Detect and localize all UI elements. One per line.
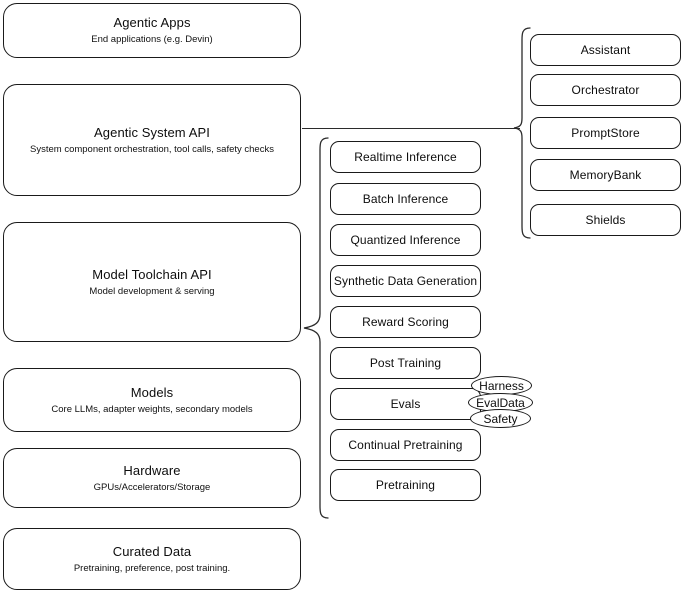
toolchain-item-continual-pretraining[interactable]: Continual Pretraining [330, 429, 481, 461]
toolchain-item-reward-scoring[interactable]: Reward Scoring [330, 306, 481, 338]
item-label: Batch Inference [362, 191, 449, 206]
system-item-promptstore[interactable]: PromptStore [530, 117, 681, 149]
toolchain-item-quantized-inference[interactable]: Quantized Inference [330, 224, 481, 256]
layer-title: Agentic Apps [113, 15, 191, 30]
system-item-memorybank[interactable]: MemoryBank [530, 159, 681, 191]
layer-box-agentic-apps[interactable]: Agentic Apps End applications (e.g. Devi… [3, 3, 301, 58]
evals-badge-harness[interactable]: Harness [471, 376, 532, 395]
item-label: Realtime Inference [354, 149, 457, 164]
layer-subtitle: System component orchestration, tool cal… [30, 143, 274, 155]
system-item-shields[interactable]: Shields [530, 204, 681, 236]
item-label: MemoryBank [569, 167, 642, 182]
layer-title: Hardware [123, 462, 181, 478]
item-label: Pretraining [375, 477, 436, 492]
evals-badge-safety[interactable]: Safety [470, 409, 531, 428]
item-label: Quantized Inference [350, 232, 461, 247]
item-label: PromptStore [571, 125, 640, 140]
layer-box-curated-data[interactable]: Curated Data Pretraining, preference, po… [3, 528, 301, 590]
layer-box-hardware[interactable]: Hardware GPUs/Accelerators/Storage [3, 448, 301, 508]
layer-title: Agentic System API [94, 124, 210, 140]
item-label: Post Training [369, 355, 442, 370]
layer-subtitle: End applications (e.g. Devin) [91, 34, 213, 45]
item-label: Continual Pretraining [348, 437, 463, 452]
layer-box-agentic-system-api[interactable]: Agentic System API System component orch… [3, 84, 301, 196]
toolchain-item-synthetic-data-generation[interactable]: Synthetic Data Generation [330, 265, 481, 297]
item-label: Assistant [580, 42, 631, 57]
item-label: Synthetic Data Generation [333, 273, 478, 288]
layer-box-model-toolchain-api[interactable]: Model Toolchain API Model development & … [3, 222, 301, 342]
layer-subtitle: GPUs/Accelerators/Storage [93, 481, 211, 493]
toolchain-item-realtime-inference[interactable]: Realtime Inference [330, 141, 481, 173]
toolchain-item-batch-inference[interactable]: Batch Inference [330, 183, 481, 215]
evals-badge-evaldata[interactable]: EvalData [468, 393, 533, 412]
layer-title: Curated Data [112, 543, 192, 559]
system-item-assistant[interactable]: Assistant [530, 34, 681, 66]
layer-subtitle: Pretraining, preference, post training. [73, 562, 231, 574]
layer-title: Models [130, 384, 174, 400]
toolchain-item-pretraining[interactable]: Pretraining [330, 469, 481, 501]
toolchain-item-evals[interactable]: Evals [330, 388, 481, 420]
connector-line-system-api [302, 128, 520, 129]
brace-toolchain-group [302, 136, 330, 520]
item-label: Orchestrator [571, 82, 640, 97]
toolchain-item-post-training[interactable]: Post Training [330, 347, 481, 379]
system-item-orchestrator[interactable]: Orchestrator [530, 74, 681, 106]
layer-title: Model Toolchain API [92, 266, 212, 282]
item-label: Reward Scoring [362, 314, 449, 329]
layer-box-models[interactable]: Models Core LLMs, adapter weights, secon… [3, 368, 301, 432]
item-label: Evals [390, 396, 421, 411]
layer-subtitle: Model development & serving [89, 285, 215, 297]
layer-subtitle: Core LLMs, adapter weights, secondary mo… [51, 403, 253, 415]
item-label: Shields [585, 212, 626, 227]
